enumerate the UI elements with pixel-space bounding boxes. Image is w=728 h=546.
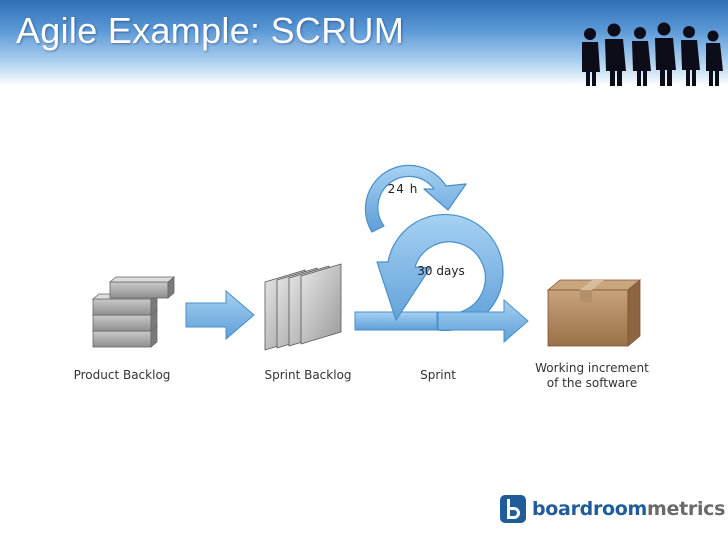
logo-text: boardroommetrics	[532, 498, 725, 520]
daily-cycle-arrow-icon	[364, 164, 467, 233]
working-increment-label: Working increment of the software	[522, 361, 662, 391]
sprint-backlog-sheets-icon	[264, 263, 342, 351]
working-increment-box-icon	[546, 279, 642, 347]
sprint-backlog-label: Sprint Backlog	[264, 368, 352, 382]
slide-header: Agile Example: SCRUM	[0, 0, 728, 86]
sprint-cycle-label: 30 days	[417, 264, 465, 278]
logo-text-part2: metrics	[647, 498, 726, 520]
product-backlog-stack-icon	[91, 276, 176, 348]
sprint-cycle-arrow-icon	[376, 213, 504, 332]
slide-title: Agile Example: SCRUM	[16, 10, 405, 51]
working-increment-label-line2: of the software	[546, 376, 638, 390]
arrow-into-sprint-icon	[354, 311, 438, 331]
arrow-to-sprint-backlog-icon	[185, 289, 255, 341]
boardroommetrics-logo-icon	[500, 495, 526, 523]
working-increment-label-line1: Working increment	[535, 361, 649, 375]
logo-text-part1: boardroom	[532, 498, 648, 520]
arrow-to-working-increment-icon	[437, 298, 529, 344]
business-people-silhouette-icon	[582, 22, 723, 86]
daily-cycle-label: 24 h	[387, 182, 419, 196]
product-backlog-label: Product Backlog	[73, 368, 171, 382]
sprint-label: Sprint	[420, 368, 456, 382]
boardroommetrics-logo: boardroommetrics	[500, 494, 725, 524]
